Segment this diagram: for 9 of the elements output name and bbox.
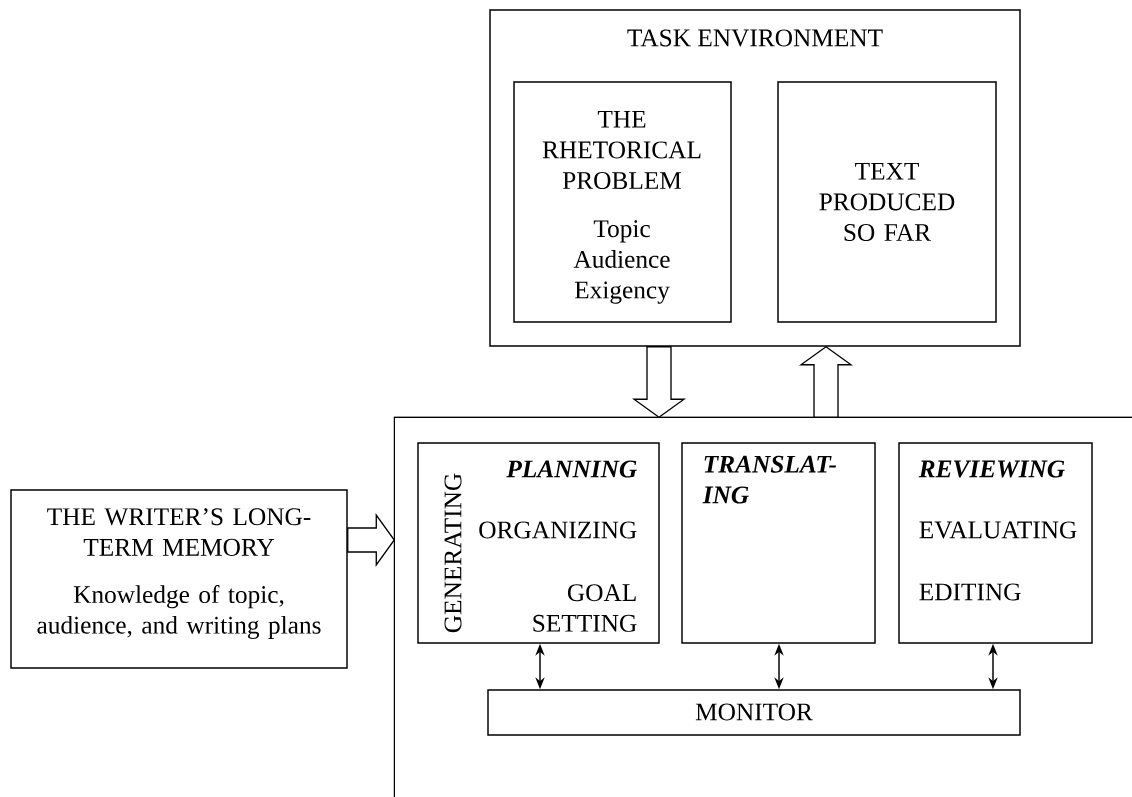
block-arrow: [798, 345, 854, 418]
monitor-box: MONITOR: [487, 689, 1021, 736]
translating-box: TRANSLAT-ING: [681, 442, 876, 644]
block-arrow: [631, 346, 687, 419]
problem-box: THE RHETORICAL PROBLEM Topic Audience Exigency: [513, 81, 732, 323]
block-arrow: [347, 512, 396, 568]
memory-box: THE WRITER’S LONG-TERM MEMORY Knowledge of topic, audience, and writing plans: [10, 489, 348, 669]
reviewing-box: REVIEWING EVALUATING EDITING: [898, 442, 1093, 644]
text-box: TEXT PRODUCED SO FAR: [777, 81, 997, 323]
